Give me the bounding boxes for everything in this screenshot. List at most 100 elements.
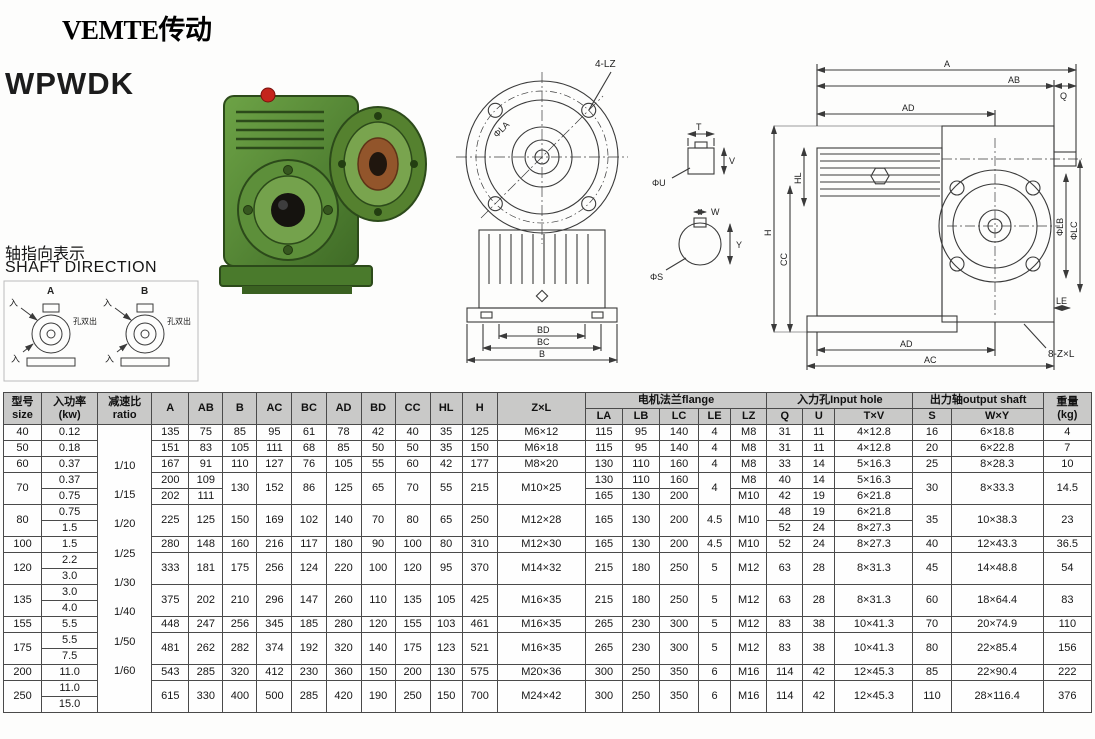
spec-cell: M8 <box>730 440 768 457</box>
spec-cell: 7 <box>1042 440 1093 457</box>
dim-hl-label: HL <box>793 172 803 184</box>
dim-bc-label: BC <box>537 337 550 347</box>
spec-cell: 250 <box>394 680 431 713</box>
spec-cell: 400 <box>222 680 258 713</box>
spec-cell: 25 <box>912 456 952 473</box>
spec-cell: 150 <box>429 680 463 713</box>
col-header: LA <box>584 408 623 425</box>
spec-cell: 150 <box>360 664 396 681</box>
spec-cell: 285 <box>188 664 224 681</box>
spec-cell: M12 <box>730 632 768 665</box>
spec-cell: 111 <box>256 440 293 457</box>
spec-cell: 5 <box>698 584 732 617</box>
brand-logo: VEMTE传动 <box>62 15 212 45</box>
spec-cell: 374 <box>256 632 293 665</box>
spec-cell: 91 <box>188 456 224 473</box>
ratio-value: 1/15 <box>113 489 136 502</box>
spec-cell: 85 <box>222 424 258 441</box>
spec-cell: 152 <box>256 472 293 505</box>
spec-cell: 250 <box>658 584 700 617</box>
spec-cell: 300 <box>658 632 700 665</box>
spec-cell: 130 <box>621 504 661 537</box>
spec-cell: 296 <box>256 584 293 617</box>
spec-cell: 140 <box>658 424 700 441</box>
spec-cell: 35 <box>912 504 952 537</box>
spec-cell: 165 <box>584 536 623 553</box>
table-row: 15.0 <box>4 696 1092 713</box>
spec-cell: 185 <box>291 616 327 633</box>
spec-cell: 285 <box>291 680 327 713</box>
spec-cell: 95 <box>621 440 661 457</box>
spec-cell: 175 <box>394 632 431 665</box>
side-view-geometry <box>771 64 1083 370</box>
spec-cell: 3.0 <box>41 568 99 585</box>
ratio-value: 1/20 <box>113 518 136 531</box>
spec-cell: 102 <box>291 504 327 537</box>
spec-cell: 250 <box>2 680 43 713</box>
spec-cell: 28 <box>802 584 836 617</box>
spec-cell: M6×12 <box>496 424 586 441</box>
spec-cell: 18×64.4 <box>950 584 1044 617</box>
spec-cell: 376 <box>1042 680 1093 713</box>
direction-b-out-label: 孔双出 <box>167 316 191 326</box>
spec-cell: 280 <box>151 536 190 553</box>
spec-cell: 5 <box>698 632 732 665</box>
spec-cell: 24 <box>802 536 836 553</box>
spec-cell: 8×27.3 <box>834 520 914 537</box>
spec-cell: 192 <box>291 632 327 665</box>
dim-b-label: B <box>539 349 545 359</box>
spec-cell: 200 <box>658 504 700 537</box>
spec-cell: 40 <box>2 424 43 441</box>
spec-cell: 95 <box>429 552 463 585</box>
spec-cell: 14×48.8 <box>950 552 1044 585</box>
spec-cell: 202 <box>151 488 190 505</box>
spec-cell: 14.5 <box>1042 472 1093 505</box>
front-view-geometry <box>456 71 628 363</box>
spec-cell: 11 <box>802 424 836 441</box>
spec-cell: 19 <box>802 504 836 521</box>
spec-cell: 83 <box>766 616 804 633</box>
spec-cell: 4×12.8 <box>834 424 914 441</box>
spec-cell: 117 <box>291 536 327 553</box>
spec-cell: 36.5 <box>1042 536 1093 553</box>
spec-cell: 6×21.8 <box>834 488 914 505</box>
spec-cell: 11.0 <box>41 680 99 697</box>
spec-cell: 130 <box>584 472 623 489</box>
spec-cell: 256 <box>222 616 258 633</box>
spec-cell: 320 <box>325 632 362 665</box>
spec-cell: 175 <box>222 552 258 585</box>
spec-cell: 5 <box>698 616 732 633</box>
spec-cell: 215 <box>461 472 498 505</box>
col-header: Q <box>766 408 804 425</box>
spec-cell: 105 <box>429 584 463 617</box>
spec-cell: 260 <box>325 584 362 617</box>
spec-cell: 16 <box>912 424 952 441</box>
side-bolt-label: 8-Z×L <box>1048 349 1075 360</box>
spec-cell: M24×42 <box>496 680 586 713</box>
spec-cell: M16 <box>730 680 768 713</box>
dim-t-label: T <box>696 122 702 132</box>
spec-cell: 160 <box>658 456 700 473</box>
spec-cell: 5 <box>698 552 732 585</box>
shaft-direction-label-cn: 轴指向表示 <box>5 246 86 263</box>
dim-y-label: Y <box>736 240 742 250</box>
spec-cell: 202 <box>188 584 224 617</box>
spec-cell: 28 <box>802 552 836 585</box>
spec-cell: 8×31.3 <box>834 552 914 585</box>
spec-cell: 110 <box>621 456 661 473</box>
dim-le-label: LE <box>1056 296 1067 306</box>
spec-cell: 200 <box>658 536 700 553</box>
col-header: LZ <box>730 408 768 425</box>
spec-cell: 100 <box>2 536 43 553</box>
dim-ad-bottom-label: AD <box>900 339 913 349</box>
col-header: LC <box>658 408 700 425</box>
spec-cell: 20×74.9 <box>950 616 1044 633</box>
dia-lb-label: ΦLB <box>1055 218 1065 236</box>
col-header: T×V <box>834 408 914 425</box>
col-header: AB <box>188 392 224 425</box>
spec-cell: 215 <box>584 552 623 585</box>
spec-cell: 42 <box>429 456 463 473</box>
